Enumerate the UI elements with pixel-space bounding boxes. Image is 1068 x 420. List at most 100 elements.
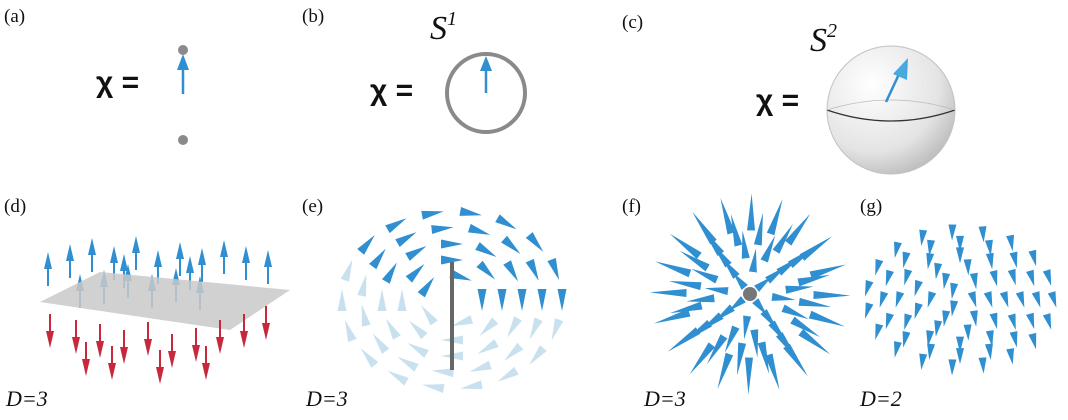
- up-arrow-1-head: [66, 244, 74, 261]
- disc-cone: [875, 259, 884, 276]
- down-arrow: [216, 320, 224, 354]
- down-arrow: [144, 322, 152, 356]
- disc-cone: [985, 252, 994, 270]
- vortex-cone: [441, 255, 463, 265]
- disc-cone: [902, 331, 911, 348]
- disc-cone: [983, 291, 993, 308]
- down-arrow-4-head: [144, 339, 152, 356]
- hedgehog-cone: [706, 334, 728, 365]
- disc-cone: [864, 280, 874, 297]
- down-arrow-5-head: [168, 351, 176, 368]
- vortex-cone: [421, 210, 444, 220]
- hedgehog-cone: [772, 223, 794, 254]
- hedgehog-cone: [730, 214, 743, 247]
- down-arrow: [156, 350, 164, 384]
- vortex-cone: [517, 289, 527, 311]
- panel-e-diagram: [337, 206, 567, 394]
- disc-cone: [969, 310, 978, 327]
- hedgehog-cone: [732, 272, 748, 290]
- hedgehog-cone: [798, 297, 832, 307]
- space-s2-exponent: 2: [827, 20, 837, 42]
- panel-b-diagram: [445, 52, 527, 134]
- hedgehog-cone: [679, 250, 710, 272]
- hedgehog-cone: [764, 353, 780, 391]
- hedgehog-cone: [757, 341, 770, 374]
- disc-cone: [985, 330, 994, 347]
- up-arrow-5-head: [154, 250, 162, 267]
- vortex-cone: [441, 239, 463, 249]
- disc-cone: [963, 259, 972, 276]
- disc-cone: [927, 239, 936, 257]
- vortex-cone: [557, 289, 567, 311]
- disc-cone: [885, 312, 894, 330]
- disc-cone: [942, 310, 951, 327]
- hedgehog-cone: [813, 291, 851, 300]
- vortex-cone: [431, 225, 454, 235]
- hedgehog-cone: [691, 268, 719, 284]
- hedgehog-cone: [668, 281, 702, 291]
- hedgehog-cone: [809, 264, 847, 280]
- hedgehog-cone: [798, 328, 831, 355]
- dimension-label-e: D=3: [306, 386, 348, 411]
- disc-cone: [1047, 291, 1057, 308]
- disc-cone: [1009, 251, 1018, 269]
- vortex-cone: [525, 232, 544, 252]
- hedgehog-cone: [669, 233, 702, 260]
- panel-label-d: (d): [4, 196, 27, 217]
- disc-cone: [914, 302, 923, 320]
- disc-cone: [902, 251, 911, 269]
- vortex-cone: [421, 305, 438, 326]
- space-s1-base: S: [430, 10, 447, 47]
- disc-cone: [1031, 291, 1041, 308]
- down-arrow: [82, 342, 90, 376]
- vortex-cone: [407, 342, 429, 358]
- hedgehog-cone: [689, 342, 716, 375]
- up-arrow: [220, 240, 228, 274]
- vortex-cone: [340, 259, 353, 282]
- vortex-cone: [385, 218, 407, 234]
- vortex-cone: [501, 235, 521, 254]
- up-arrow: [176, 242, 184, 276]
- vortex-cone: [476, 260, 496, 280]
- disc-cone: [969, 272, 978, 290]
- disc-cone: [1042, 269, 1052, 286]
- up-arrow: [242, 246, 250, 280]
- hedgehog-cone: [781, 304, 809, 320]
- hedgehog-cone: [760, 235, 776, 263]
- hedgehog-cone: [724, 325, 740, 353]
- up-arrow-3-head: [110, 246, 118, 263]
- disc-cone: [948, 224, 957, 241]
- vortex-cone: [397, 356, 419, 372]
- arrow-b-head: [480, 56, 492, 71]
- sphere-s2: [826, 45, 956, 175]
- disc-cone: [963, 324, 972, 341]
- hedgehog-cone: [771, 292, 796, 301]
- hedgehog-cone: [670, 301, 703, 314]
- disc-cone: [934, 262, 943, 280]
- vortex-cone: [337, 289, 347, 311]
- disc-cone: [1006, 348, 1015, 365]
- vortex-cone: [504, 342, 524, 361]
- down-arrow: [96, 324, 104, 358]
- disc-cone: [1026, 269, 1035, 287]
- sphere-equator-back: [826, 99, 956, 111]
- up-arrow-17-head: [120, 254, 128, 271]
- down-arrow-11-head: [108, 363, 116, 380]
- arrow-c-head: [893, 58, 908, 80]
- sphere-equator: [826, 109, 956, 122]
- vortex-cone: [357, 274, 367, 297]
- disc-cone: [1026, 312, 1035, 330]
- hedgehog-cone: [692, 211, 717, 245]
- panel-label-f: (f): [622, 196, 641, 217]
- disc-cone: [978, 226, 987, 243]
- disc-cone: [864, 302, 874, 319]
- vortex-cone: [450, 315, 474, 327]
- disc-cone: [934, 320, 943, 337]
- vortex-cone: [357, 235, 375, 255]
- vortex-cone: [525, 258, 539, 281]
- chi-equals-c: χ =: [756, 84, 800, 117]
- up-arrow-8-head: [220, 240, 228, 257]
- down-arrow-8-head: [240, 331, 248, 348]
- hedgehog-cone: [797, 274, 830, 287]
